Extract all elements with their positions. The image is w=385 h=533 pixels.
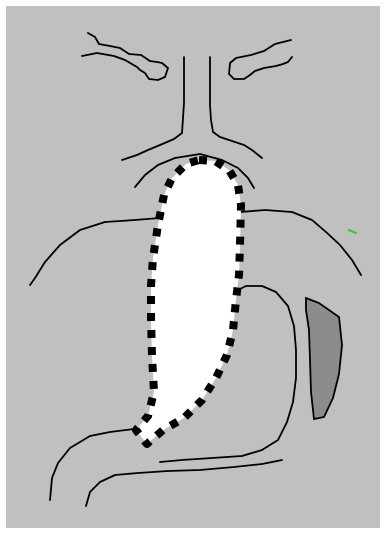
diagram-svg (0, 0, 385, 533)
schematic-diagram (0, 0, 385, 533)
